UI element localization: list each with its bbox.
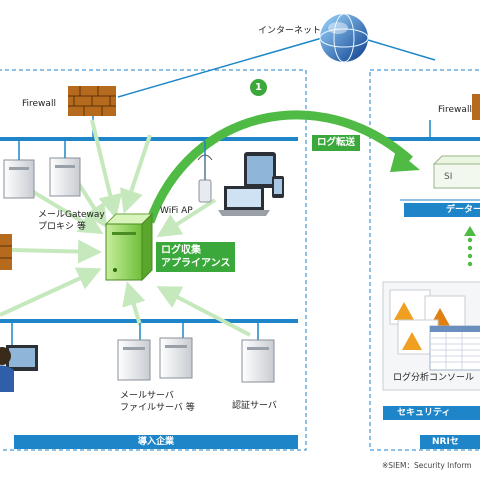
nri-frame: [369, 69, 480, 451]
backbone-lower: [0, 319, 298, 323]
right-firewall-label: Firewall: [438, 105, 472, 115]
log-appliance-icon: [104, 212, 154, 282]
step-number-badge: 1: [250, 79, 267, 96]
internet-link-right: [367, 39, 436, 61]
security-bar: セキュリティ: [383, 406, 480, 420]
log-transfer-label: ログ転送: [312, 135, 361, 151]
appliance-label-box: ログ収集 アプライアンス: [156, 242, 236, 272]
siem-label: SI: [444, 172, 453, 182]
firewall-label: Firewall: [22, 99, 56, 109]
proxy-label: プロキシ 等: [38, 222, 86, 232]
appliance-label-line1: ログ収集: [161, 245, 201, 256]
appliance-label-line2: アプライアンス: [161, 258, 231, 269]
mail-file-server-icon: [117, 323, 193, 381]
console-label: ログ分析コンソール: [393, 373, 475, 383]
internet-link-left: [117, 37, 323, 98]
mobile-devices-icon: [218, 152, 284, 216]
customer-footer-bar: 導入企業: [14, 435, 298, 449]
auth-server-icon: [241, 323, 275, 383]
mail-gateway-label: メールGateway: [38, 210, 105, 220]
user-pc-icon: [0, 323, 38, 392]
wifi-ap-icon: [197, 141, 213, 203]
data-bar: データー: [404, 203, 480, 217]
firewall-icon-right: [472, 94, 480, 120]
firewall-icon: [68, 86, 116, 116]
wifi-ap-label: WiFi AP: [160, 206, 193, 216]
mail-gateway-server-icon: [3, 141, 81, 199]
file-server-label: ファイルサーバ 等: [120, 403, 195, 413]
customer-network-frame: [0, 69, 307, 451]
data-flow-dots: [464, 226, 476, 267]
siem-appliance-icon: [432, 155, 480, 189]
footnote: ※SIEM：Security Inform: [382, 461, 472, 470]
internet-globe-icon: [319, 13, 369, 63]
mail-server-label: メールサーバ: [120, 391, 174, 401]
internet-label: インターネット: [258, 26, 322, 36]
backbone-right-upper: [378, 137, 480, 141]
analysis-console-icon: [382, 281, 480, 391]
firewall-icon-partial: [0, 234, 12, 270]
log-transfer-arrow: [145, 110, 413, 224]
nri-footer-bar: NRIセ: [420, 435, 480, 449]
auth-server-label: 認証サーバ: [232, 401, 277, 411]
